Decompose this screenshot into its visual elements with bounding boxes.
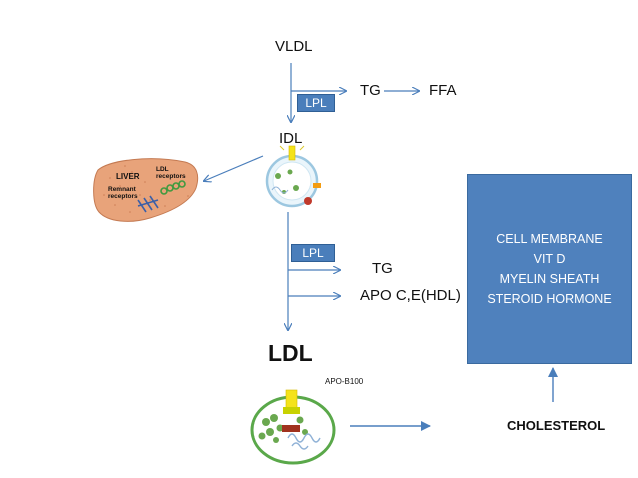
cholesterol-label: CHOLESTEROL [507,418,606,433]
idl-to-liver-arrow [204,155,264,181]
idl-particle-icon [265,145,321,208]
ldl-receptor-icon [160,180,186,195]
remnant-receptor-icon [137,195,159,213]
cholesterol-functions-box: CELL MEMBRANE VIT D MYELIN SHEATH STEROI… [467,174,632,364]
liver-illustration [93,158,199,222]
liver-title: LIVER [116,172,140,181]
vldl-label: VLDL [275,38,313,55]
lpl-top-badge: LPL [297,94,335,112]
ffa-label: FFA [429,82,457,99]
tg-mid-label: TG [372,260,393,277]
function-item: MYELIN SHEATH [499,272,600,286]
tg-top-label: TG [360,82,381,99]
idl-label: IDL [279,130,303,147]
function-item: STEROID HORMONE [487,292,612,306]
function-item: CELL MEMBRANE [496,232,603,246]
ldl-particle-icon [250,389,336,465]
lpl-mid-badge: LPL [291,244,335,262]
ldl-label: LDL [268,340,313,366]
apo-b100-label: APO-B100 [325,377,364,386]
apo-ce-label: APO C,E(HDL) [360,287,461,304]
function-item: VIT D [533,252,566,266]
liver-ldl-receptors-label: LDL receptors [156,166,186,180]
liver-remnant-receptors-label: Remnant receptors [108,186,138,200]
